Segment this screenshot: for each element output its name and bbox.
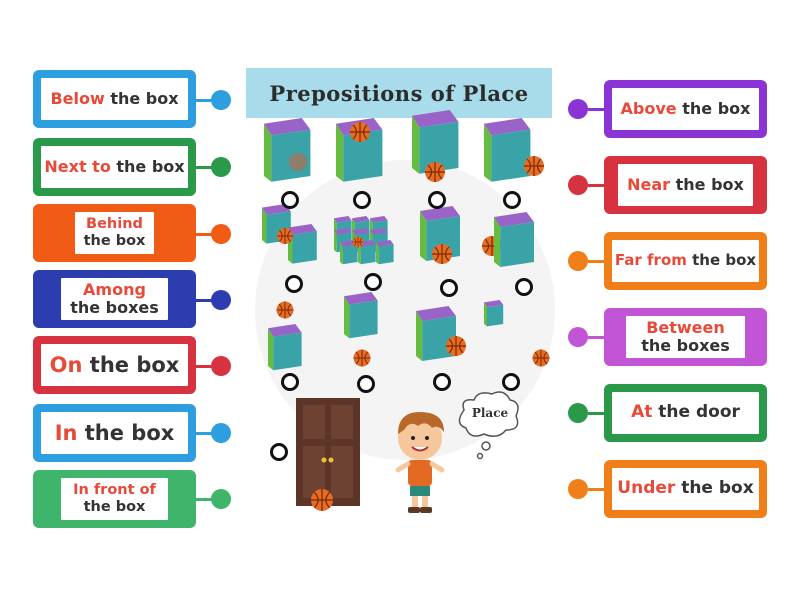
- drop-target-ring[interactable]: [364, 273, 382, 291]
- connector-line: [588, 412, 604, 415]
- card-in-the-box[interactable]: In the box: [33, 404, 196, 462]
- card-far-from-the-box[interactable]: Far from the box: [604, 232, 767, 290]
- thought-bubble-text: Place: [471, 406, 509, 420]
- connector-line: [196, 498, 212, 501]
- card-phrase: the box: [104, 88, 179, 108]
- card-phrase: the box: [77, 420, 175, 445]
- connector-dot[interactable]: [568, 251, 588, 271]
- card-below-the-box[interactable]: Below the box: [33, 70, 196, 128]
- card-phrase: the box: [82, 352, 180, 377]
- card-phrase: the boxes: [641, 336, 730, 355]
- card-keyword: Near: [627, 174, 671, 194]
- card-keyword: Next to: [44, 156, 111, 176]
- connector-dot[interactable]: [211, 356, 231, 376]
- card-keyword: Below: [50, 88, 105, 108]
- drop-target-ring[interactable]: [285, 275, 303, 293]
- drop-target-ring[interactable]: [428, 191, 446, 209]
- drop-target-ring[interactable]: [353, 191, 371, 209]
- drop-target-ring[interactable]: [357, 375, 375, 393]
- scene-above: [344, 292, 378, 368]
- connector-dot[interactable]: [568, 99, 588, 119]
- connector-dot[interactable]: [568, 479, 588, 499]
- card-keyword: On: [49, 352, 83, 377]
- hidden-ball-icon: [289, 153, 307, 171]
- card-under-the-box[interactable]: Under the box: [604, 460, 767, 518]
- scene-in-front-of: [420, 206, 460, 265]
- scene-on: [336, 118, 383, 182]
- drop-target-ring[interactable]: [502, 373, 520, 391]
- connector-dot[interactable]: [211, 224, 231, 244]
- card-phrase: the boxes: [70, 298, 159, 317]
- connector-dot[interactable]: [211, 290, 231, 310]
- card-keyword: Above: [620, 98, 677, 118]
- drop-target-ring[interactable]: [270, 443, 288, 461]
- scene-far: [484, 300, 551, 368]
- card-keyword: Under: [617, 478, 676, 499]
- scene-among: [334, 216, 394, 265]
- scene-below: [264, 118, 311, 182]
- scene-between: [262, 204, 317, 264]
- card-phrase: the box: [110, 156, 185, 176]
- scene-behind: [412, 110, 459, 183]
- card-keyword: In front of: [73, 482, 156, 499]
- card-keyword: Among: [83, 279, 146, 299]
- card-next-to-the-box[interactable]: Next to the box: [33, 138, 196, 196]
- thought-bubble: [458, 391, 519, 460]
- drop-target-ring[interactable]: [433, 373, 451, 391]
- connector-line: [196, 365, 212, 368]
- card-phrase: the box: [686, 251, 757, 270]
- card-keyword: Behind: [86, 216, 143, 233]
- card-above-the-box[interactable]: Above the box: [604, 80, 767, 138]
- scene-behind-2: [481, 212, 534, 267]
- door-knob-icon: [321, 457, 327, 463]
- drop-target-ring[interactable]: [515, 278, 533, 296]
- card-phrase: the box: [675, 478, 754, 499]
- boy-illustration: [395, 412, 445, 513]
- connector-line: [588, 260, 604, 263]
- page-title: Prepositions of Place: [246, 68, 552, 118]
- connector-dot[interactable]: [211, 489, 231, 509]
- connector-line: [588, 488, 604, 491]
- connector-line: [196, 233, 212, 236]
- scene-near: [416, 306, 467, 361]
- card-at-the-door[interactable]: At the door: [604, 384, 767, 442]
- card-keyword: In: [54, 420, 78, 445]
- scene-far-from: [268, 300, 302, 371]
- card-on-the-box[interactable]: On the box: [33, 336, 196, 394]
- connector-line: [588, 108, 604, 111]
- card-keyword: Between: [646, 317, 725, 337]
- card-keyword: Far from: [614, 251, 687, 270]
- connector-line: [588, 336, 604, 339]
- connector-dot[interactable]: [211, 157, 231, 177]
- connector-line: [196, 166, 212, 169]
- drop-target-ring[interactable]: [281, 191, 299, 209]
- connector-dot[interactable]: [568, 175, 588, 195]
- connector-dot[interactable]: [568, 403, 588, 423]
- connector-line: [196, 99, 212, 102]
- connector-line: [196, 432, 212, 435]
- drop-target-ring[interactable]: [503, 191, 521, 209]
- scene-next-to: [484, 118, 545, 182]
- card-phrase: the box: [83, 233, 146, 249]
- connector-dot[interactable]: [568, 327, 588, 347]
- card-phrase: the box: [676, 98, 751, 118]
- drop-target-ring[interactable]: [440, 279, 458, 297]
- connector-dot[interactable]: [211, 90, 231, 110]
- card-phrase: the box: [83, 499, 146, 515]
- card-near-the-box[interactable]: Near the box: [604, 156, 767, 214]
- card-phrase: the door: [652, 402, 740, 423]
- card-keyword: At: [631, 402, 653, 423]
- card-phrase: the box: [670, 174, 744, 194]
- drop-target-ring[interactable]: [281, 373, 299, 391]
- door-illustration: [296, 398, 360, 512]
- connector-line: [588, 184, 604, 187]
- connector-line: [196, 299, 212, 302]
- connector-dot[interactable]: [211, 423, 231, 443]
